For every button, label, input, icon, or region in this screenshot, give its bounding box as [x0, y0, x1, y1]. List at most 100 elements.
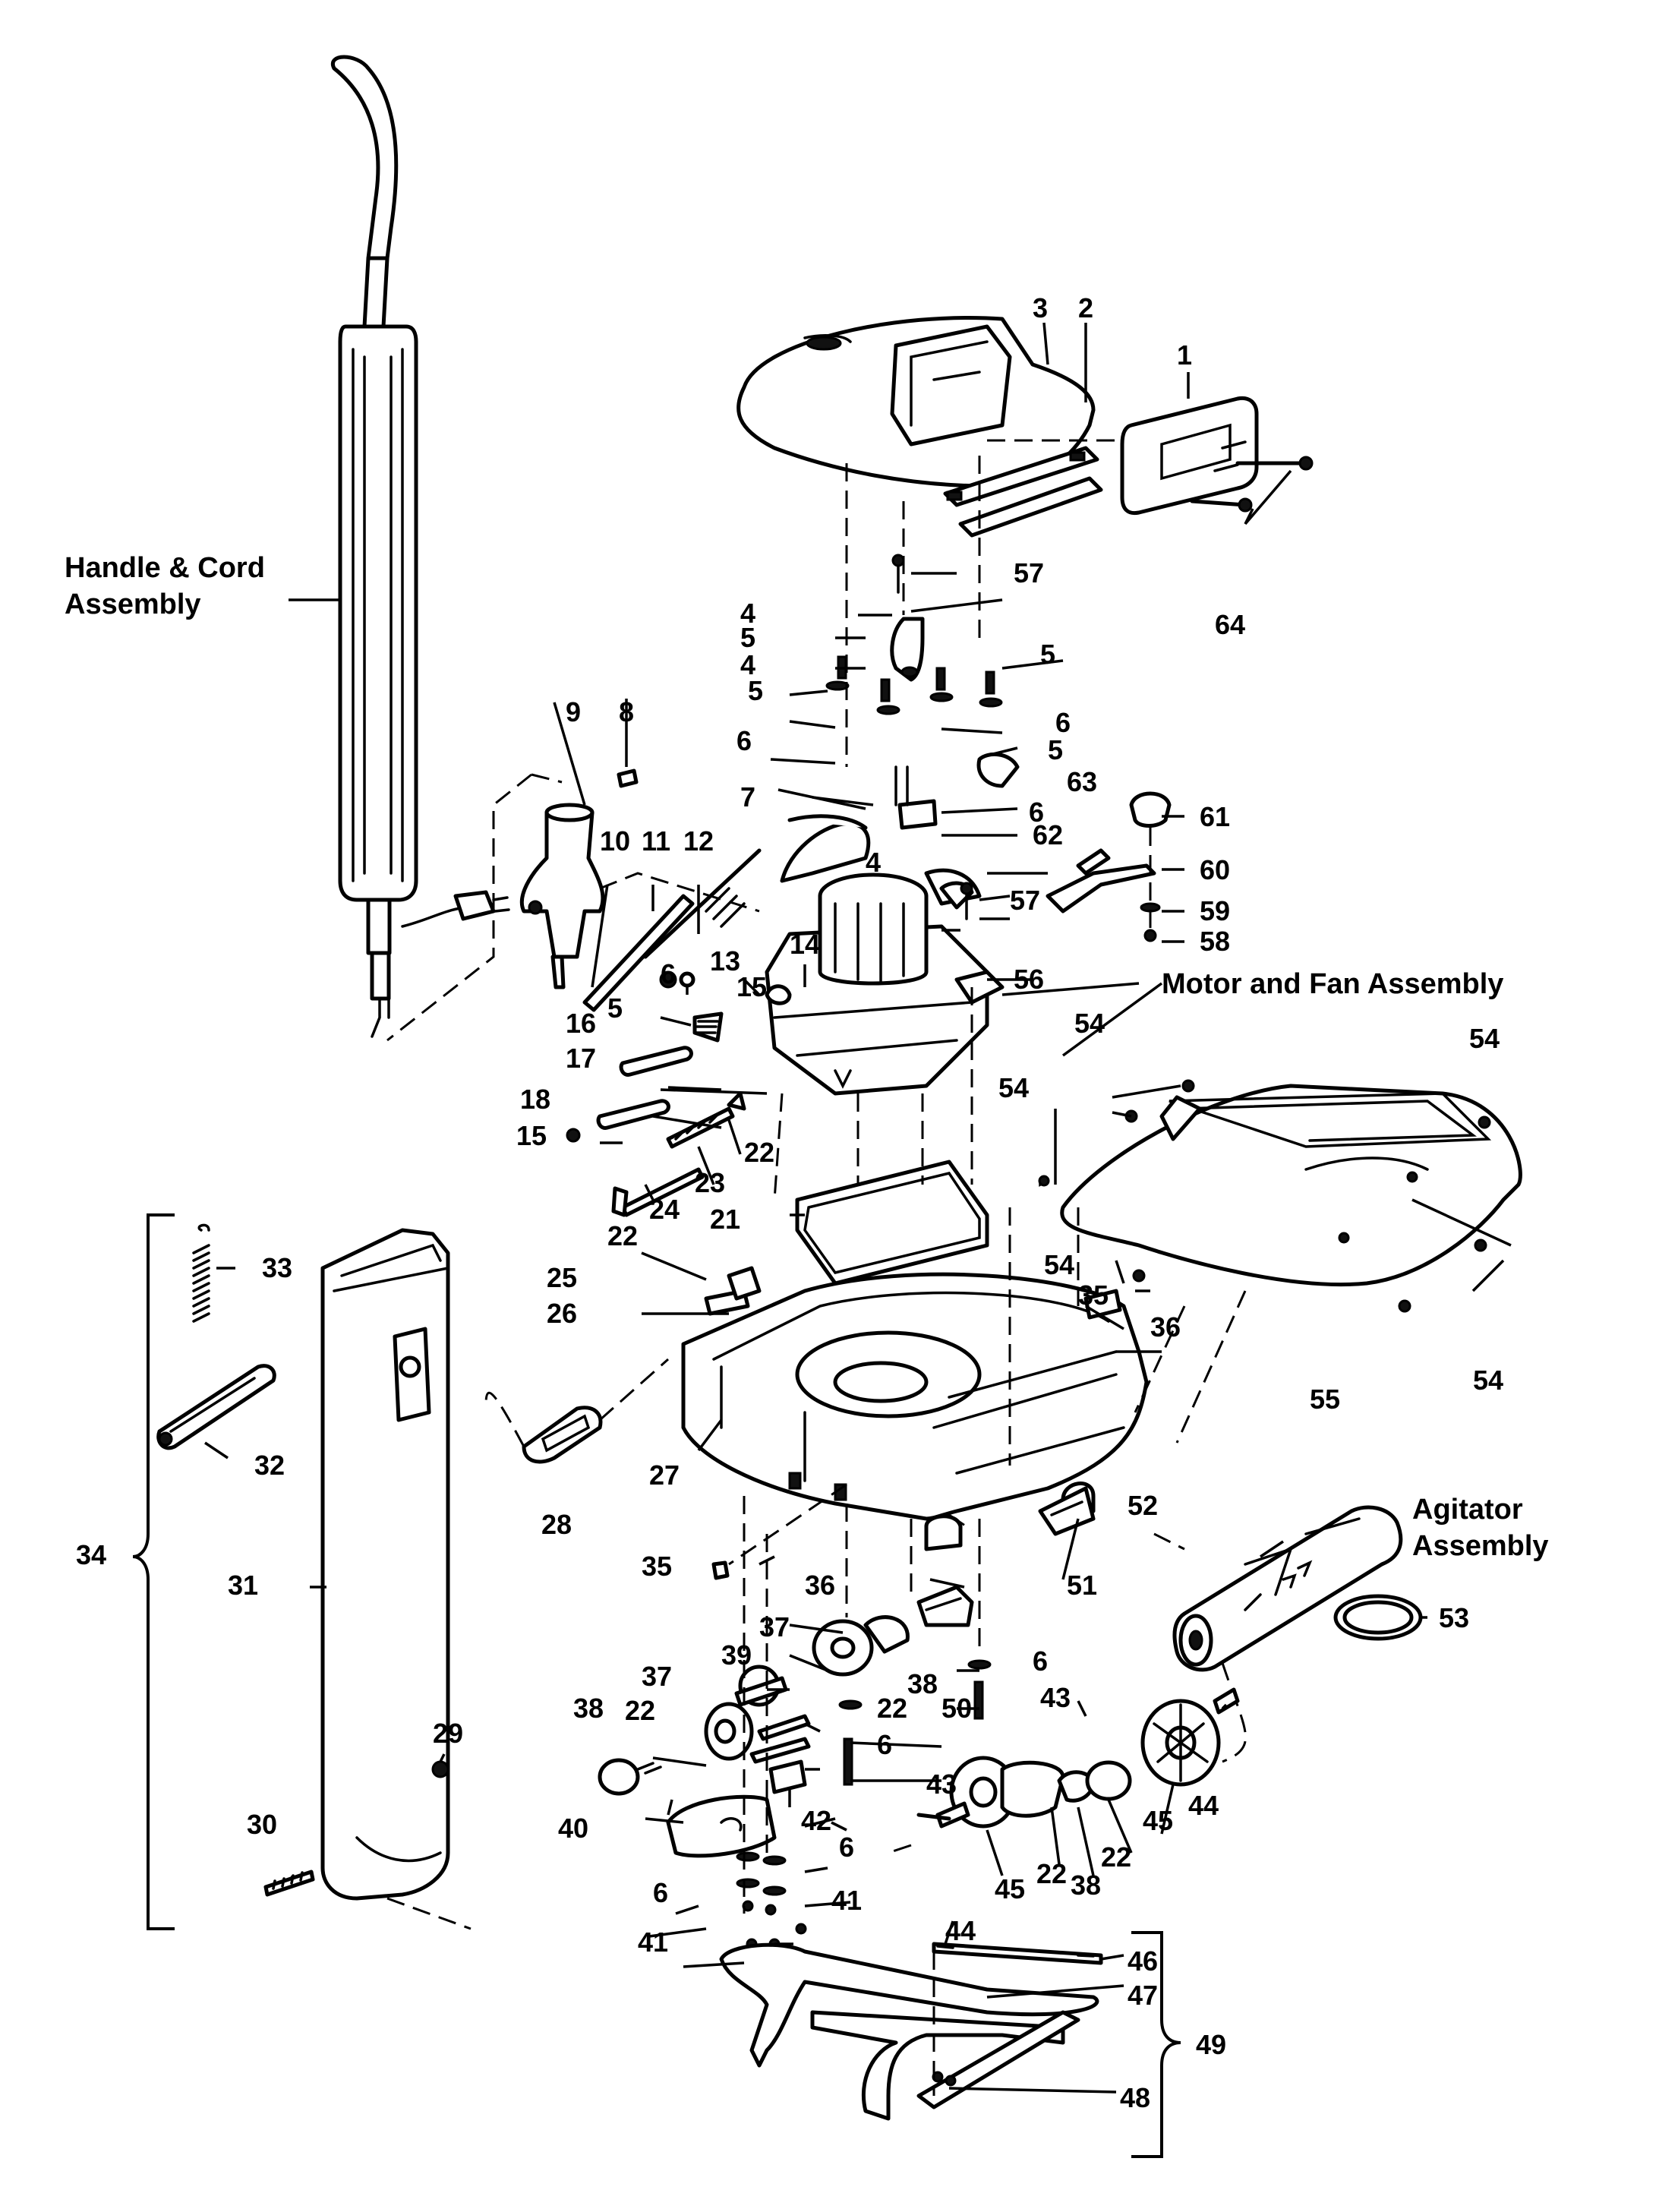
label-part-28: 28: [541, 1509, 572, 1540]
label-part-6: 6: [839, 1832, 854, 1863]
label-part-4: 4: [740, 649, 755, 680]
label-part-62: 62: [1033, 819, 1063, 850]
label-part-22: 22: [877, 1693, 907, 1724]
label-part-41: 41: [638, 1926, 668, 1958]
label-part-27: 27: [649, 1459, 680, 1491]
label-part-51: 51: [1067, 1570, 1097, 1601]
hose-adapter: [484, 1358, 669, 1464]
label-part-25: 25: [547, 1262, 577, 1293]
handle-cord-assembly: [330, 55, 563, 1042]
label-part-38: 38: [573, 1693, 604, 1724]
label-part-53: 53: [1439, 1602, 1469, 1633]
label-part-4: 4: [740, 598, 755, 629]
handle-cord-title-line2: Assembly: [65, 588, 201, 620]
base-assembly: [681, 1160, 1149, 1580]
bottom-plate-assembly: [719, 1942, 1103, 2121]
label-part-23: 23: [695, 1167, 725, 1198]
label-part-24: 24: [649, 1194, 680, 1225]
agitator-title-line1: Agitator: [1412, 1494, 1523, 1526]
label-part-37: 37: [642, 1661, 672, 1692]
label-part-31: 31: [228, 1570, 258, 1601]
pedal-assembly: [1046, 791, 1172, 942]
assembly-titles: Handle & Cord Assembly Motor and Fan Ass…: [65, 552, 1549, 1562]
label-part-22: 22: [1036, 1858, 1067, 1889]
label-part-5: 5: [1048, 734, 1063, 765]
bottom-bracket-49: [1131, 1931, 1181, 2158]
label-part-3: 3: [1033, 292, 1048, 323]
label-part-2: 2: [1078, 292, 1093, 323]
label-part-8: 8: [619, 696, 634, 727]
label-part-49: 49: [1196, 2029, 1226, 2060]
label-part-22: 22: [625, 1695, 655, 1726]
bag-clip-assembly: [156, 1223, 276, 1450]
label-part-30: 30: [247, 1809, 277, 1840]
label-part-45: 45: [995, 1873, 1025, 1904]
label-part-6: 6: [1055, 707, 1071, 738]
label-part-22: 22: [1101, 1841, 1131, 1873]
wheel-assembly: [598, 1615, 1240, 1950]
label-part-57: 57: [1014, 557, 1044, 588]
motor-fan-title: Motor and Fan Assembly: [1162, 968, 1503, 1000]
hood-assembly: [736, 315, 1314, 538]
label-part-46: 46: [1128, 1945, 1158, 1977]
label-part-14: 14: [790, 929, 820, 960]
label-part-64: 64: [1215, 609, 1245, 640]
handle-cord-title-line1: Handle & Cord: [65, 552, 265, 584]
label-part-6: 6: [661, 958, 676, 989]
label-part-5: 5: [748, 675, 763, 706]
bag-assembly: [263, 1228, 472, 1930]
label-part-5: 5: [607, 992, 623, 1024]
label-part-36: 36: [1150, 1311, 1181, 1343]
label-part-22: 22: [744, 1137, 774, 1168]
label-part-21: 21: [710, 1204, 740, 1235]
label-part-38: 38: [1071, 1870, 1101, 1901]
label-part-32: 32: [254, 1450, 285, 1481]
label-part-10: 10: [600, 825, 630, 857]
label-part-55: 55: [1310, 1384, 1340, 1415]
agitator-title-line2: Assembly: [1412, 1530, 1549, 1562]
label-part-11: 11: [642, 825, 670, 857]
label-part-26: 26: [547, 1298, 577, 1329]
label-part-6: 6: [1033, 1646, 1048, 1677]
label-part-35: 35: [1078, 1280, 1109, 1311]
label-part-6: 6: [736, 725, 752, 756]
label-part-6: 6: [877, 1729, 892, 1760]
label-part-9: 9: [566, 696, 581, 727]
label-part-45: 45: [1143, 1805, 1173, 1836]
label-part-12: 12: [683, 825, 714, 857]
label-part-33: 33: [262, 1252, 292, 1283]
label-part-6: 6: [1029, 797, 1044, 828]
label-part-60: 60: [1200, 854, 1230, 885]
rear-brackets: [916, 1486, 1096, 1627]
part-number-labels: 1 2 3 4 4 4 5 5 5 5 5 6 6 6 6 6 6 6 6 7 …: [76, 292, 1503, 2113]
bag-bracket-34: [132, 1213, 175, 1930]
motor-fan-assembly: [765, 814, 1005, 1096]
label-part-40: 40: [558, 1813, 588, 1844]
label-part-37: 37: [759, 1611, 790, 1642]
label-part-43: 43: [1040, 1682, 1071, 1713]
label-part-5: 5: [740, 622, 755, 653]
label-part-54: 54: [1044, 1249, 1074, 1280]
assembly-guide-lines: [743, 456, 1247, 1914]
label-part-61: 61: [1200, 801, 1230, 832]
label-part-13: 13: [710, 945, 740, 977]
label-part-63: 63: [1067, 766, 1097, 797]
label-part-6: 6: [653, 1877, 668, 1908]
label-part-22: 22: [607, 1220, 638, 1251]
label-part-35: 35: [642, 1551, 672, 1582]
label-part-15: 15: [736, 971, 767, 1002]
label-part-41: 41: [831, 1885, 862, 1916]
label-part-54: 54: [1473, 1365, 1503, 1396]
label-part-44: 44: [945, 1915, 976, 1946]
label-part-15: 15: [516, 1120, 547, 1151]
label-part-29: 29: [433, 1718, 463, 1749]
label-part-5: 5: [1040, 639, 1055, 670]
leader-lines: [204, 322, 1512, 2094]
belt: [1333, 1594, 1423, 1641]
label-part-50: 50: [941, 1693, 972, 1724]
label-part-58: 58: [1200, 926, 1230, 957]
label-part-56: 56: [1014, 964, 1044, 995]
label-part-17: 17: [566, 1043, 596, 1074]
label-part-42: 42: [801, 1805, 831, 1836]
